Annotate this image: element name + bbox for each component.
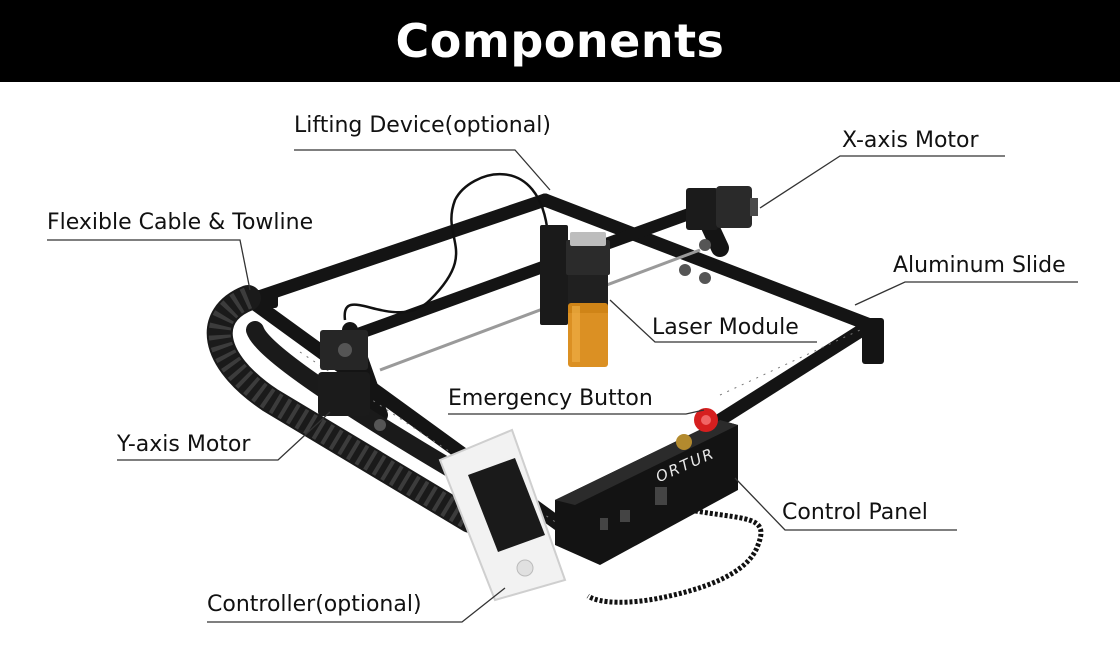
label-lifting-device: Lifting Device(optional) — [294, 113, 551, 138]
coiled-cable — [586, 507, 764, 605]
controller-device — [438, 428, 567, 602]
label-controller: Controller(optional) — [207, 592, 422, 617]
label-y-axis-motor: Y-axis Motor — [117, 432, 251, 457]
header-bar: Components — [0, 0, 1120, 82]
rail-scale — [299, 329, 861, 526]
towline-chain — [206, 285, 483, 533]
corner-bracket-right — [862, 318, 884, 364]
laser-carriage — [540, 225, 610, 367]
y-axis-motor — [318, 330, 386, 431]
cable-lift — [343, 173, 550, 321]
label-x-axis-motor: X-axis Motor — [842, 128, 979, 153]
page-title: Components — [395, 14, 725, 68]
label-flexible-cable: Flexible Cable & Towline — [47, 210, 314, 235]
label-control-panel: Control Panel — [782, 500, 928, 525]
control-box — [555, 408, 738, 565]
label-aluminum-slide: Aluminum Slide — [893, 253, 1066, 278]
x-axis-motor — [679, 186, 758, 284]
leader-lines — [47, 149, 1078, 623]
label-laser-module: Laser Module — [652, 315, 799, 340]
label-emergency-button: Emergency Button — [448, 386, 653, 411]
